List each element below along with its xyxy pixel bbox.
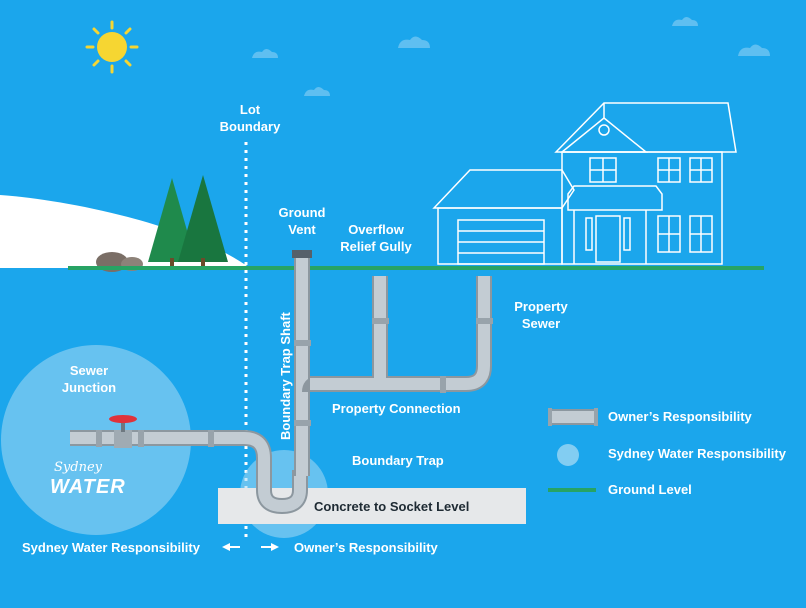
cloud-icon [738,44,770,56]
property-sewer-label: Property Sewer [514,299,568,331]
pipe-network [70,256,492,515]
house-illustration [432,102,737,265]
cloud-icon [672,17,698,26]
property-connection-label: Property Connection [332,401,461,416]
owners-responsibility-label: Owner’s Responsibility [294,540,438,555]
tree-icon [148,178,196,268]
tree-icon [178,175,228,268]
brand-name-line2: WATER [50,476,126,498]
ground-level-line [68,266,764,270]
ground-vent-cap [292,250,312,258]
legend-label: Sydney Water Responsibility [608,446,786,461]
ground-vent-label: Ground Vent [278,205,326,237]
arrow-right-icon [261,543,279,551]
legend-pipe-swatch [548,408,598,426]
cloud-icon [398,36,430,48]
legend-ground-swatch [548,488,596,492]
valve-icon [109,415,137,448]
pipe-joints [96,318,493,447]
brand-name-line1: Sydney [54,460,102,475]
lot-boundary-label: Lot Boundary [219,102,281,134]
cloud-icon [304,87,330,96]
concrete-to-socket-level-label: Concrete to Socket Level [314,499,470,514]
cloud-icon [252,49,278,58]
boundary-trap-shaft-label: Boundary Trap Shaft [278,312,293,440]
legend-label: Owner’s Responsibility [608,409,752,424]
legend-label: Ground Level [608,482,692,497]
sewer-junction-label: Sewer Junction [61,363,117,395]
sun-icon [85,20,139,74]
boundary-trap-label: Boundary Trap [352,453,444,468]
overflow-relief-gully-label: Overflow Relief Gully [340,222,412,254]
arrow-left-icon [222,543,240,551]
legend-circle-swatch [557,444,579,466]
sydney-water-responsibility-label: Sydney Water Responsibility [22,540,200,555]
